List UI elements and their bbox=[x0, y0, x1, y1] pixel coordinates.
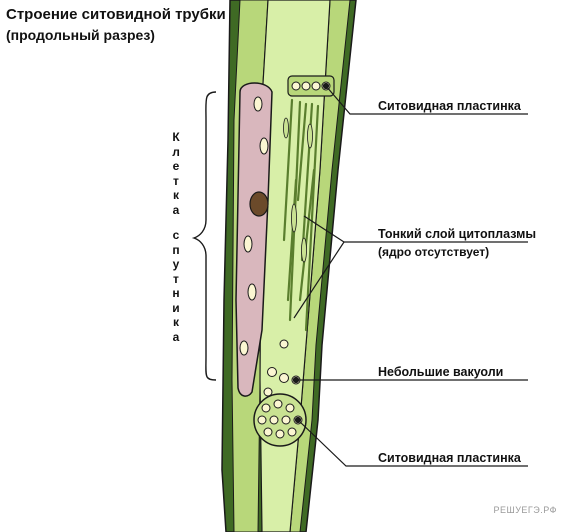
sieve-pore bbox=[258, 416, 266, 424]
sieve-pore bbox=[312, 82, 320, 90]
companion-vacuole bbox=[240, 341, 248, 355]
label-cytoplasm-line2: (ядро отсутствует) bbox=[378, 245, 489, 260]
sieve-pore bbox=[270, 416, 278, 424]
companion-bracket bbox=[194, 92, 216, 380]
label-sieve-plate-bottom: Ситовидная пластинка bbox=[378, 451, 521, 466]
label-cytoplasm-line1: Тонкий слой цитоплазмы bbox=[378, 227, 536, 242]
companion-vacuole bbox=[254, 97, 262, 111]
sieve-pore bbox=[264, 428, 272, 436]
sieve-pore bbox=[274, 400, 282, 408]
label-sieve-plate-top: Ситовидная пластинка bbox=[378, 99, 521, 114]
cytoplasm-vesicle bbox=[302, 238, 307, 262]
small-vacuole bbox=[268, 368, 277, 377]
cytoplasm-vesicle bbox=[308, 124, 313, 148]
sieve-pore bbox=[262, 404, 270, 412]
sieve-pore bbox=[288, 428, 296, 436]
small-vacuole bbox=[280, 374, 289, 383]
small-vacuole bbox=[264, 388, 272, 396]
small-vacuole bbox=[280, 340, 288, 348]
companion-vacuole bbox=[244, 236, 252, 252]
companion-nucleus bbox=[250, 192, 268, 216]
sieve-pore bbox=[276, 430, 284, 438]
sieve-pore bbox=[286, 404, 294, 412]
companion-vacuole bbox=[260, 138, 268, 154]
companion-vacuole bbox=[248, 284, 256, 300]
cytoplasm-vesicle bbox=[284, 118, 289, 138]
watermark: РЕШУЕГЭ.РФ bbox=[493, 505, 557, 515]
sieve-pore bbox=[292, 82, 300, 90]
cytoplasm-vesicle bbox=[292, 204, 297, 232]
sieve-pore bbox=[282, 416, 290, 424]
label-vacuoles: Небольшие вакуоли bbox=[378, 365, 503, 380]
sieve-pore bbox=[302, 82, 310, 90]
